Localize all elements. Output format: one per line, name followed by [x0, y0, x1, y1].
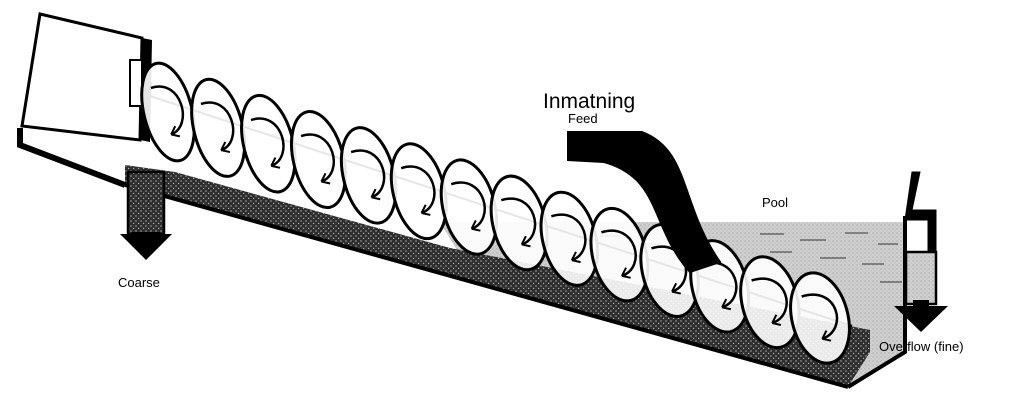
overflow-fine-label: Overflow (fine) — [879, 340, 964, 353]
coarse-label: Coarse — [118, 276, 160, 289]
feed-label: Feed — [568, 112, 598, 125]
overflow-weir — [905, 172, 936, 252]
pool-label: Pool — [762, 196, 788, 209]
coarse-discharge — [120, 172, 172, 260]
drive-gearbox — [22, 14, 152, 142]
inmatning-label: Inmatning — [543, 91, 635, 112]
